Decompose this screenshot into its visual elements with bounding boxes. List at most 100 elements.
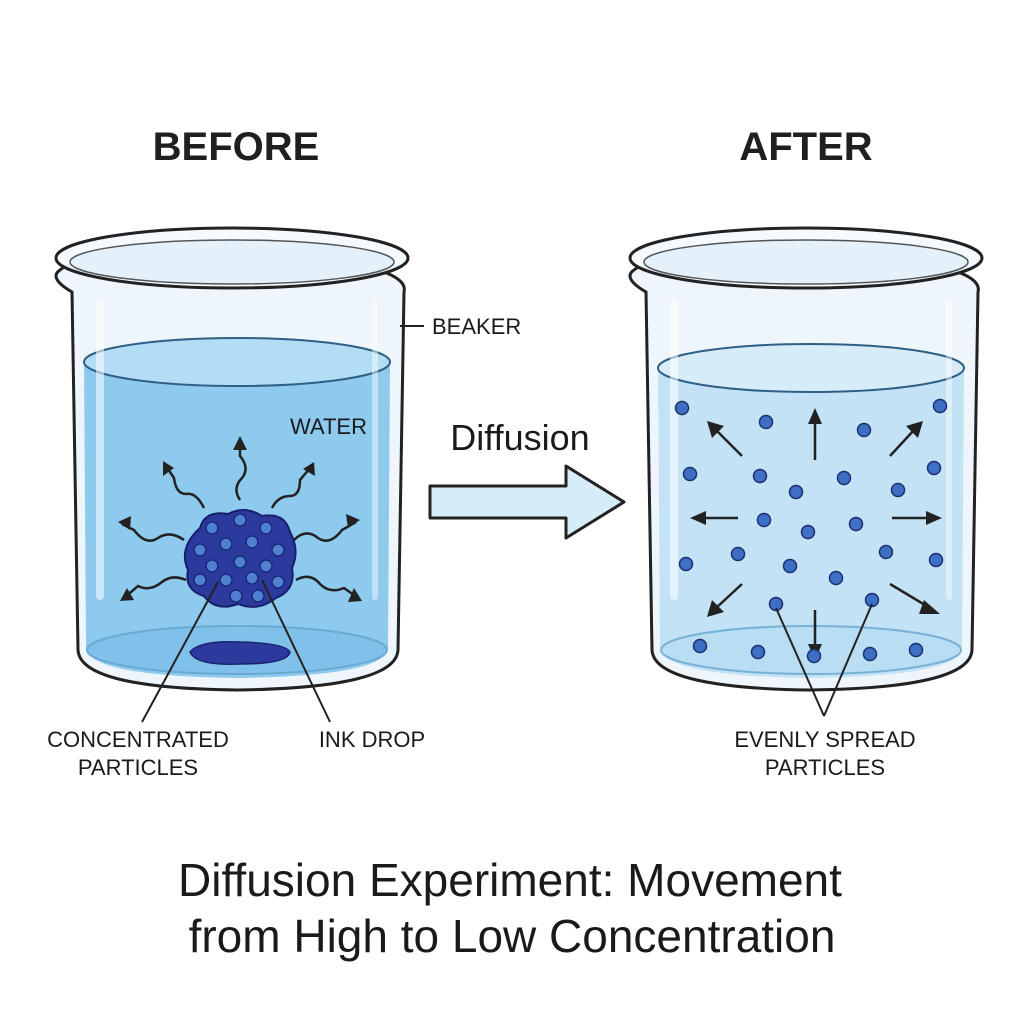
ink-particle: [219, 573, 233, 587]
particle: [862, 646, 878, 662]
arrowhead: [690, 511, 706, 525]
ink-particle: [205, 521, 219, 535]
before-beaker: [54, 226, 410, 692]
arrowhead: [348, 588, 362, 602]
ink-particle: [233, 555, 247, 569]
before-panel: BEFORE: [47, 125, 521, 780]
before-beaker-rim-inner: [69, 239, 395, 285]
process-arrow: [428, 464, 626, 540]
ink-particle: [245, 535, 259, 549]
wavy-arrow: [121, 522, 185, 542]
straight-arrow: [889, 429, 915, 457]
process-arrow-group: Diffusion: [428, 417, 626, 540]
particle: [692, 638, 708, 654]
beaker-label: BEAKER: [432, 314, 521, 339]
ink-particle: [193, 573, 207, 587]
after-panel: AFTER: [628, 125, 984, 780]
arrowhead: [303, 462, 315, 476]
particle: [890, 482, 906, 498]
particle: [806, 648, 822, 664]
arrowhead: [919, 600, 940, 614]
caption-line2: from High to Low Concentration: [189, 910, 836, 962]
arrowhead: [808, 408, 822, 424]
particle: [750, 644, 766, 660]
arrowhead: [707, 421, 724, 438]
spread-particles: [674, 398, 948, 664]
spread-leader-line: [775, 607, 825, 717]
particle: [752, 468, 768, 484]
arrowhead: [233, 436, 247, 450]
before-water-surface: [83, 337, 391, 387]
particle: [836, 470, 852, 486]
particle: [928, 552, 944, 568]
particle: [878, 544, 894, 560]
particle: [678, 556, 694, 572]
before-water: [84, 337, 390, 678]
evenly-spread-label-line1: EVENLY SPREAD: [734, 727, 915, 752]
after-water: [658, 343, 964, 678]
spread-arrows: [690, 408, 942, 660]
wavy-arrows: [121, 440, 359, 600]
particle: [828, 570, 844, 586]
wavy-arrow: [164, 465, 206, 509]
ink-particle: [233, 513, 247, 527]
caption-line1: Diffusion Experiment: Movement: [178, 854, 842, 906]
wavy-arrow: [123, 576, 187, 599]
arrowhead: [118, 516, 131, 530]
before-glass-highlight: [96, 300, 104, 600]
spread-leader-line: [823, 603, 873, 717]
straight-arrow: [715, 429, 743, 457]
after-glass-highlight: [670, 300, 678, 600]
particle: [788, 484, 804, 500]
concentrated-label-line2: PARTICLES: [78, 755, 198, 780]
particle: [730, 546, 746, 562]
wavy-arrow: [270, 467, 311, 509]
particle: [932, 398, 948, 414]
particle: [674, 400, 690, 416]
particle: [856, 422, 872, 438]
after-glass-highlight-right: [946, 300, 952, 600]
after-water-surface: [657, 343, 965, 393]
ink-particle: [193, 543, 207, 557]
particle: [768, 596, 784, 612]
arrowhead: [707, 600, 724, 617]
wavy-arrow: [235, 440, 247, 501]
ink-drop-leader-line: [261, 579, 331, 723]
ink-particle: [205, 559, 219, 573]
ink-particle: [251, 589, 265, 603]
before-title: BEFORE: [153, 125, 320, 169]
wavy-arrow: [295, 575, 359, 600]
particle: [758, 414, 774, 430]
arrowhead: [120, 588, 134, 601]
evenly-spread-label-line2: PARTICLES: [765, 755, 885, 780]
particle: [756, 512, 772, 528]
particle: [782, 558, 798, 574]
after-title: AFTER: [739, 125, 872, 169]
particle: [926, 460, 942, 476]
ink-particle: [229, 589, 243, 603]
after-beaker-rim-inner: [643, 239, 969, 285]
ink-particles: [193, 513, 285, 603]
ink-particle: [259, 521, 273, 535]
concentrated-leader-line: [141, 581, 219, 723]
diffusion-label: Diffusion: [450, 417, 589, 458]
concentrated-label-line1: CONCENTRATED: [47, 727, 229, 752]
wavy-arrowheads: [118, 436, 362, 602]
ink-particle: [271, 575, 285, 589]
arrowhead: [346, 514, 360, 528]
straight-arrow: [715, 583, 743, 609]
particle: [800, 524, 816, 540]
before-glass-highlight-right: [372, 300, 378, 600]
wavy-arrow: [293, 520, 357, 542]
arrowhead: [163, 461, 174, 476]
arrowhead: [926, 511, 942, 525]
ink-particle: [271, 543, 285, 557]
ink-particle: [219, 537, 233, 551]
water-label: WATER: [290, 414, 367, 439]
ink-drop-label: INK DROP: [319, 727, 425, 752]
particle: [682, 466, 698, 482]
ink-puddle: [189, 640, 291, 665]
ink-particle: [245, 571, 259, 585]
ink-particle: [259, 559, 273, 573]
